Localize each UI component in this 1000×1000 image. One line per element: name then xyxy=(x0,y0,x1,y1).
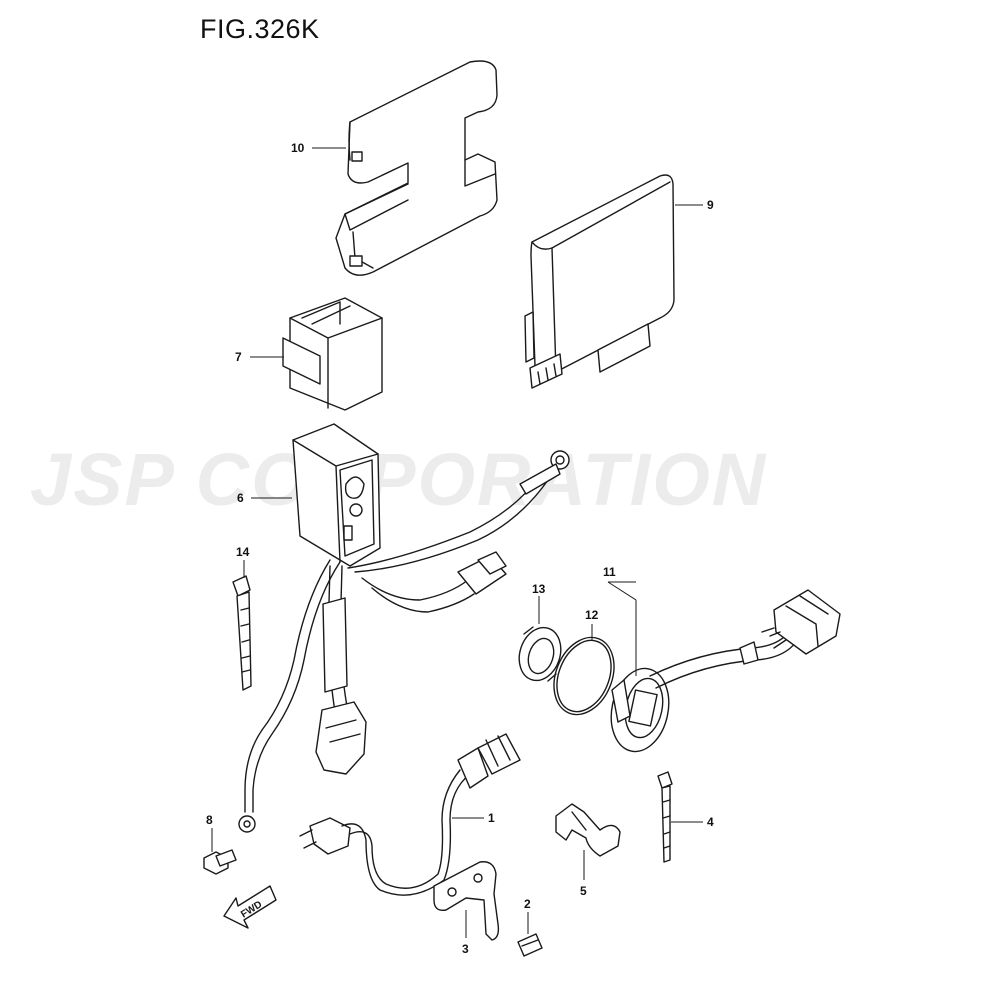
callout-11: 11 xyxy=(603,565,616,579)
part-14-cable-tie xyxy=(232,575,252,691)
part-7-relay xyxy=(282,297,383,411)
part-10-cover xyxy=(335,60,498,276)
figure-title: FIG.326K xyxy=(200,14,320,44)
callout-1: 1 xyxy=(488,811,495,825)
callout-2: 2 xyxy=(524,897,531,911)
callout-6: 6 xyxy=(237,491,244,505)
callout-4: 4 xyxy=(707,815,714,829)
part-1-sensor-harness xyxy=(299,733,521,896)
callout-12: 12 xyxy=(585,608,599,622)
callout-5: 5 xyxy=(580,884,587,898)
callout-8: 8 xyxy=(206,813,213,827)
callout-7: 7 xyxy=(235,350,242,364)
part-5-clamp xyxy=(555,803,621,857)
callout-3: 3 xyxy=(462,942,469,956)
leader-lines xyxy=(211,147,703,938)
part-3-bracket xyxy=(433,861,500,941)
part-2-screw xyxy=(517,933,543,957)
callout-13: 13 xyxy=(532,582,546,596)
callout-9: 9 xyxy=(707,198,714,212)
callout-14: 14 xyxy=(236,545,250,559)
part-6-module-harness xyxy=(238,423,570,833)
part-12-o-ring xyxy=(553,636,615,716)
part-9-ecu xyxy=(524,174,675,389)
part-4-cable-tie xyxy=(657,771,673,863)
part-8-bolt xyxy=(203,849,237,875)
callout-10: 10 xyxy=(291,141,305,155)
part-11-socket-harness xyxy=(610,589,841,753)
fwd-arrow: FWD xyxy=(223,885,277,929)
part-13-ring-nut xyxy=(518,626,562,682)
